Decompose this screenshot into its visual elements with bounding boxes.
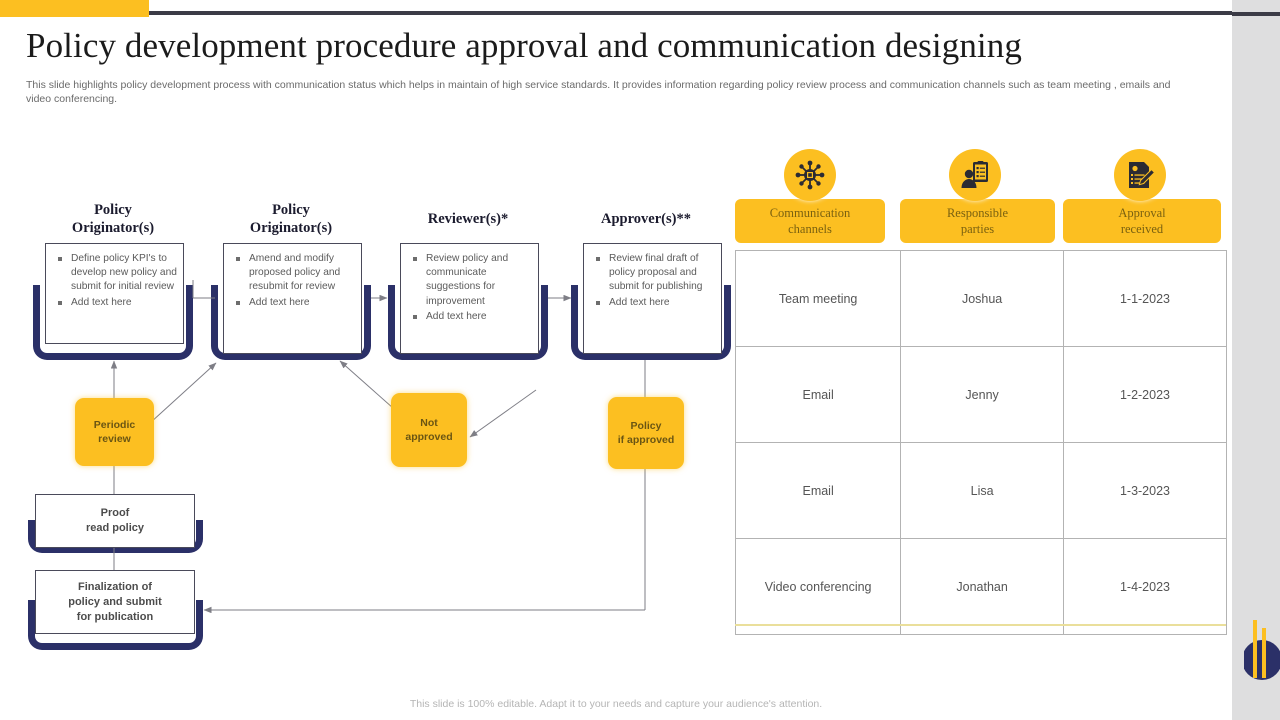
finalization-line2: policy and submit [68, 595, 162, 608]
proof-read-line2: read policy [85, 522, 145, 534]
cell-date: 1-3-2023 [1062, 442, 1228, 539]
stage-3-box[interactable]: Review policy and communicate suggestion… [400, 243, 539, 354]
corner-decoration [1242, 614, 1280, 684]
stage-2-bullet-2: Add text here [234, 296, 355, 310]
cell-party: Joshua [900, 250, 1064, 347]
header-2-line2: parties [960, 222, 995, 236]
not-approved-box[interactable]: Not approved [391, 393, 467, 467]
periodic-review-line2: review [98, 433, 131, 445]
header-1-line2: channels [788, 222, 832, 236]
document-sign-icon [1114, 149, 1166, 201]
not-approved-line1: Not [420, 417, 438, 429]
policy-if-approved-box[interactable]: Policy if approved [608, 397, 684, 469]
header-1-line1: Communication [769, 206, 851, 220]
stage-1-box[interactable]: Define policy KPI's to develop new polic… [45, 243, 184, 344]
footer-note: This slide is 100% editable. Adapt it to… [409, 698, 823, 710]
table-row[interactable]: Email Lisa 1-3-2023 [734, 442, 1228, 539]
finalization-line1: Finalization of [78, 580, 152, 593]
cell-party: Jonathan [900, 538, 1064, 635]
stage-1-title-line2: Originator(s) [71, 220, 155, 236]
right-grey-rail [1232, 0, 1280, 720]
stage-4-bullet-1: Review final draft of policy proposal an… [594, 252, 715, 295]
clipboard-person-icon [949, 149, 1001, 201]
stage-4-bullet-2: Add text here [594, 296, 715, 310]
proof-read-line1: Proof [100, 507, 130, 519]
rail-top-rule [1232, 12, 1280, 16]
proof-read-shadow [28, 520, 203, 553]
network-hub-icon [784, 149, 836, 201]
page-subtitle: This slide highlights policy development… [26, 79, 1171, 105]
stage-2-title-line2: Originator(s) [249, 220, 333, 236]
proof-read-policy-box[interactable]: Proof read policy [35, 494, 195, 548]
table-row[interactable]: Video conferencing Jonathan 1-4-2023 [734, 538, 1228, 635]
stage-2-shadow [211, 285, 371, 360]
table-row[interactable]: Team meeting Joshua 1-1-2023 [734, 250, 1228, 347]
stage-1-shadow [33, 285, 193, 360]
stage-2-bullet-1: Amend and modify proposed policy and res… [234, 252, 355, 295]
stage-4-shadow [571, 285, 731, 360]
header-3-line2: received [1120, 222, 1164, 236]
table-bottom-accent [735, 624, 1226, 626]
not-approved-line2: approved [405, 431, 453, 443]
cell-party: Jenny [900, 346, 1064, 443]
finalization-shadow [28, 600, 203, 650]
cell-channel: Email [734, 442, 902, 539]
status-table-body: Team meeting Joshua 1-1-2023 Email Jenny… [734, 250, 1228, 635]
page-title: Policy development procedure approval an… [26, 26, 1022, 65]
table-header-responsible-parties: Responsible parties [900, 199, 1055, 243]
cell-channel: Video conferencing [734, 538, 902, 635]
finalization-box[interactable]: Finalization of policy and submit for pu… [35, 570, 195, 634]
status-table: Team meeting Joshua 1-1-2023 Email Jenny… [734, 250, 1228, 635]
policy-if-approved-line2: if approved [617, 434, 675, 446]
stage-2-box[interactable]: Amend and modify proposed policy and res… [223, 243, 362, 354]
stage-1-bullet-1: Define policy KPI's to develop new polic… [56, 252, 177, 295]
table-row[interactable]: Email Jenny 1-2-2023 [734, 346, 1228, 443]
table-header-approval-received: Approval received [1063, 199, 1221, 243]
periodic-review-box[interactable]: Periodic review [75, 398, 154, 466]
cell-channel: Email [734, 346, 902, 443]
stage-4-title-line1: Approver(s)** [601, 211, 691, 227]
stage-1-title: Policy Originator(s) [33, 201, 193, 237]
header-3-line1: Approval [1118, 206, 1166, 220]
header-2-line1: Responsible [946, 206, 1009, 220]
cell-date: 1-1-2023 [1062, 250, 1228, 347]
policy-if-approved-line1: Policy [630, 420, 662, 432]
stage-1-title-line1: Policy [94, 202, 132, 218]
cell-date: 1-2-2023 [1062, 346, 1228, 443]
stage-4-box[interactable]: Review final draft of policy proposal an… [583, 243, 722, 354]
stage-3-bullet-1: Review policy and communicate suggestion… [411, 252, 532, 309]
finalization-line3: for publication [76, 610, 154, 623]
stage-2-title: Policy Originator(s) [211, 201, 371, 237]
top-yellow-accent [0, 0, 149, 17]
stage-3-title: Reviewer(s)* [388, 210, 548, 228]
stage-4-title: Approver(s)** [566, 210, 726, 228]
top-dark-rule [0, 11, 1232, 15]
stage-1-bullet-2: Add text here [56, 296, 177, 310]
stage-3-title-line1: Reviewer(s)* [427, 211, 509, 227]
cell-channel: Team meeting [734, 250, 902, 347]
cell-date: 1-4-2023 [1062, 538, 1228, 635]
stage-3-bullet-2: Add text here [411, 310, 532, 324]
cell-party: Lisa [900, 442, 1064, 539]
stage-2-title-line1: Policy [272, 202, 310, 218]
table-header-communication-channels: Communication channels [735, 199, 885, 243]
stage-3-shadow [388, 285, 548, 360]
periodic-review-line1: Periodic [93, 419, 136, 431]
